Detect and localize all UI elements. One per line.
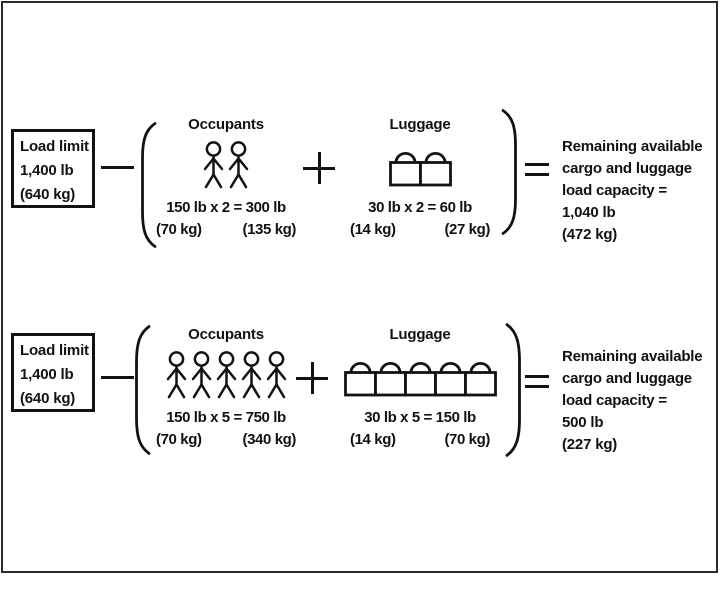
person-icon	[226, 141, 251, 189]
occupants-group: Occupants 150 lb x 2 = 300 lb (70 kg) (1…	[146, 108, 306, 258]
load-limit-line: (640 kg)	[20, 186, 76, 203]
remaining-capacity-text: Remaining available cargo and luggage lo…	[562, 346, 720, 456]
equals-sign	[525, 163, 549, 176]
load-limit-line: Load limit	[20, 138, 89, 155]
occupants-equation: 150 lb x 2 = 300 lb	[166, 199, 286, 216]
suitcase-icon	[343, 360, 377, 397]
luggage-equation: 30 lb x 2 = 60 lb	[368, 199, 472, 216]
suitcase-icon	[463, 360, 497, 397]
result-line: cargo and luggage	[562, 370, 692, 387]
person-icon	[239, 351, 264, 399]
occupants-equation: 150 lb x 5 = 750 lb	[166, 409, 286, 426]
occupant-figures	[146, 351, 306, 399]
luggage-total-kg: (70 kg)	[444, 431, 490, 448]
suitcase-icon	[418, 150, 452, 187]
load-limit-box: Load limit 1,400 lb (640 kg)	[11, 129, 95, 208]
result-line: load capacity =	[562, 182, 667, 199]
occupants-group: Occupants 150 lb x 5 = 750 lb (70 kg) (3…	[146, 318, 306, 468]
suitcase-icon	[433, 360, 467, 397]
plus-sign	[303, 152, 335, 184]
load-calc-row-two-occupants: Load limit 1,400 lb (640 kg) Occupants 1…	[0, 108, 721, 263]
load-limit-line: (640 kg)	[20, 390, 76, 407]
occupants-total-kg: (340 kg)	[242, 431, 297, 448]
load-limit-line: Load limit	[20, 342, 89, 359]
plus-sign	[296, 362, 328, 394]
occupants-kg-line: (70 kg) (135 kg)	[156, 221, 296, 238]
occupant-figures	[146, 141, 306, 189]
suitcase-icon	[388, 150, 422, 187]
result-line: Remaining available	[562, 348, 703, 365]
suitcase-icon	[373, 360, 407, 397]
luggage-equation: 30 lb x 5 = 150 lb	[364, 409, 476, 426]
close-paren	[504, 322, 524, 458]
occupants-total-kg: (135 kg)	[242, 221, 297, 238]
person-icon	[214, 351, 239, 399]
person-icon	[189, 351, 214, 399]
close-paren	[500, 108, 520, 236]
minus-sign	[101, 166, 134, 169]
result-line: (227 kg)	[562, 436, 618, 453]
luggage-total-kg: (27 kg)	[444, 221, 490, 238]
occupants-kg-line: (70 kg) (340 kg)	[156, 431, 296, 448]
load-calc-row-five-occupants: Load limit 1,400 lb (640 kg) Occupants 1…	[0, 318, 721, 473]
figure-border	[1, 1, 718, 573]
result-line: 500 lb	[562, 414, 604, 431]
luggage-unit-kg: (14 kg)	[350, 221, 396, 238]
luggage-kg-line: (14 kg) (27 kg)	[350, 221, 490, 238]
occupants-label: Occupants	[188, 326, 264, 343]
suitcase-icon	[403, 360, 437, 397]
luggage-kg-line: (14 kg) (70 kg)	[350, 431, 490, 448]
luggage-group: Luggage 30 lb x 5 = 150 lb (14 kg) (70 k…	[340, 318, 500, 468]
occupants-unit-kg: (70 kg)	[156, 431, 202, 448]
result-line: load capacity =	[562, 392, 667, 409]
result-line: cargo and luggage	[562, 160, 692, 177]
person-icon	[201, 141, 226, 189]
luggage-label: Luggage	[389, 326, 451, 343]
person-icon	[264, 351, 289, 399]
load-limit-line: 1,400 lb	[20, 162, 74, 179]
load-limit-box: Load limit 1,400 lb (640 kg)	[11, 333, 95, 412]
luggage-group: Luggage 30 lb x 2 = 60 lb (14 kg) (27 kg…	[340, 108, 500, 258]
luggage-label: Luggage	[389, 116, 451, 133]
luggage-cases	[340, 360, 500, 398]
person-icon	[164, 351, 189, 399]
occupants-label: Occupants	[188, 116, 264, 133]
result-line: (472 kg)	[562, 226, 618, 243]
result-line: Remaining available	[562, 138, 703, 155]
minus-sign	[101, 376, 134, 379]
occupants-unit-kg: (70 kg)	[156, 221, 202, 238]
load-limit-line: 1,400 lb	[20, 366, 74, 383]
luggage-unit-kg: (14 kg)	[350, 431, 396, 448]
remaining-capacity-text: Remaining available cargo and luggage lo…	[562, 136, 720, 246]
luggage-cases	[340, 150, 500, 188]
result-line: 1,040 lb	[562, 204, 616, 221]
equals-sign	[525, 375, 549, 388]
